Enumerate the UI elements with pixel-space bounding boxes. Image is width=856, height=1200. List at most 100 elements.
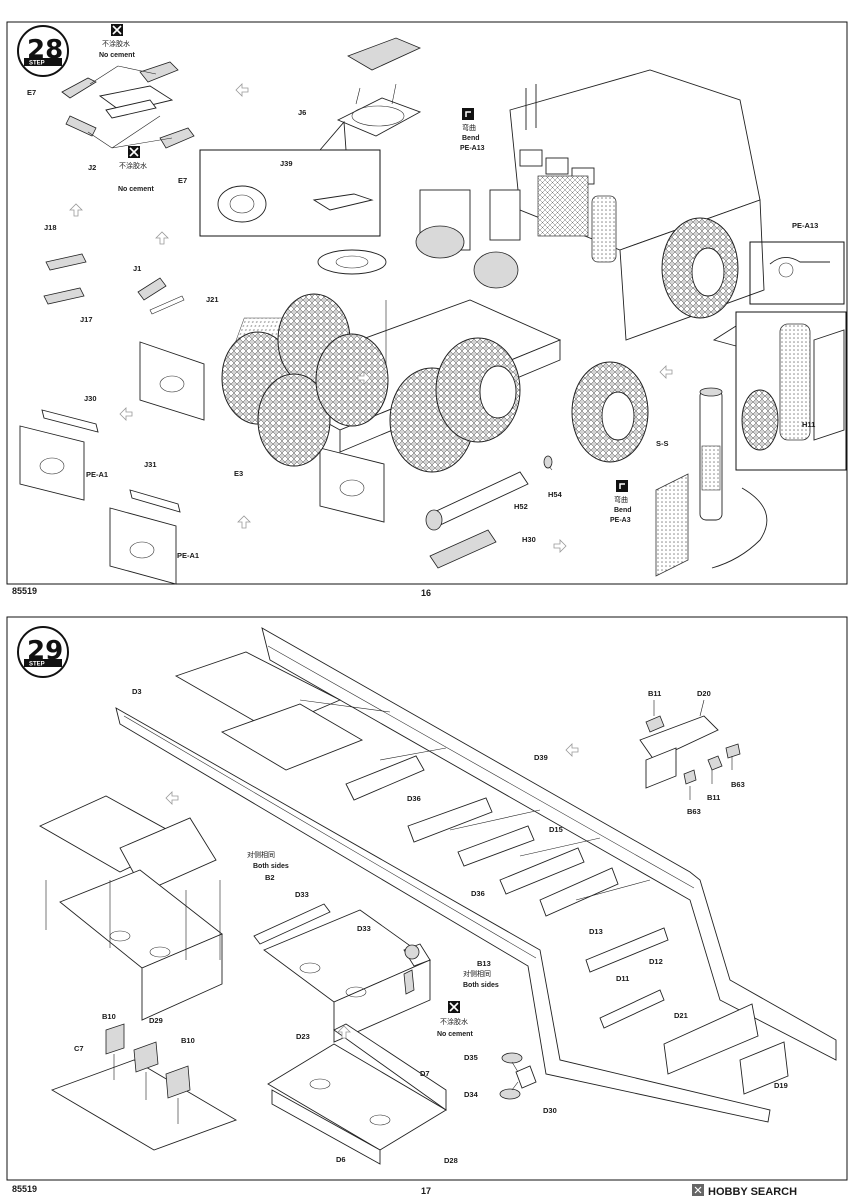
no-cement-cn-1: 不涂胶水 [102,39,130,48]
no-cement-en-3: No cement [437,1031,473,1038]
no-cement-cn-2: 不涂胶水 [119,161,147,170]
both-sides-en-1: Both sides [253,863,289,870]
callout-J39 [199,120,381,237]
part-label-D7: D7 [420,1069,430,1078]
bend-note-1: 弯曲 Bend PE-A13 [460,108,485,152]
part-label-PE-A1-a: PE-A1 [86,470,108,479]
part-label-E7-b: E7 [178,176,187,185]
part-label-J21: J21 [206,295,219,304]
part-label-B2: B2 [265,873,275,882]
part-label-D29: D29 [149,1016,163,1025]
direction-arrows [165,743,579,1039]
part-label-D20: D20 [697,689,711,698]
part-label-H52: H52 [514,502,528,511]
kit-number: 85519 [12,586,37,596]
bend-part-1: PE-A13 [460,145,485,152]
part-label-J17: J17 [80,315,93,324]
part-label-B63-b: B63 [687,807,701,816]
bend-cn-1: 弯曲 [462,123,476,132]
part-label-D21: D21 [674,1011,688,1020]
part-label-B11-b: B11 [707,793,720,802]
step-badge: 29 STEP [17,626,69,678]
cylinder-parts [425,455,553,569]
no-cement-en-1: No cement [99,52,135,59]
kit-number: 85519 [12,1184,37,1194]
part-label-D15: D15 [549,825,563,834]
part-label-D36-a: D36 [407,794,421,803]
callout-H11 [712,311,847,471]
mud-flaps [19,341,385,585]
page-frame [6,21,848,585]
part-label-D35: D35 [464,1053,478,1062]
watermark-text: HOBBY SEARCH [708,1186,797,1198]
part-label-J31: J31 [144,460,157,469]
step-word: STEP [29,662,45,668]
part-label-H11: H11 [802,420,815,429]
page-17: 29 STEP D3 D39 D36 D15 D3 [6,616,848,1198]
direction-arrows [69,83,673,553]
bend-cn-2: 弯曲 [614,495,628,504]
part-label-J1: J1 [133,264,141,273]
part-label-B10-b: B10 [181,1036,195,1045]
no-cement-note-1: 不涂胶水 No cement [99,24,135,59]
part-label-D11: D11 [616,974,629,983]
step-badge: 28 STEP [17,25,69,77]
middle-subassembly [253,903,431,1043]
part-label-D12: D12 [649,957,663,966]
step-word: STEP [29,61,45,67]
part-label-J2: J2 [88,163,96,172]
coupling-parts [61,61,195,149]
page-16: 28 STEP 不涂胶水 No cement E7 J2 E7 不涂胶水 [6,21,848,598]
bend-part-2: PE-A3 [610,517,631,524]
part-label-H30: H30 [522,535,536,544]
cross-members [174,651,789,1095]
part-label-S-S: S-S [656,439,669,448]
part-label-D6: D6 [336,1155,346,1164]
part-label-D30: D30 [543,1106,557,1115]
part-label-B11-a: B11 [648,689,661,698]
both-sides-cn-2: 对侧相同 [463,969,491,978]
part-label-D33-b: D33 [357,924,371,933]
part-label-PE-A13-c: PE-A13 [792,221,818,230]
part-label-J18: J18 [44,223,57,232]
part-label-E7-a: E7 [27,88,36,97]
bracket-subassembly [639,699,741,800]
watermark: HOBBY SEARCH [692,1184,797,1198]
wheels [221,217,739,473]
bend-en-1: Bend [462,135,480,142]
pivot-parts [499,1052,537,1100]
part-label-B13: B13 [477,959,491,968]
part-label-D23: D23 [296,1032,310,1041]
part-label-J39: J39 [280,159,293,168]
fifth-wheel-J6 [336,37,422,137]
bend-note-2: 弯曲 Bend PE-A3 [610,480,632,524]
part-label-D39: D39 [534,753,548,762]
part-label-D19: D19 [774,1081,788,1090]
both-sides-en-2: Both sides [463,982,499,989]
left-subassembly [39,795,223,1021]
part-label-D28: D28 [444,1156,458,1165]
part-label-J30: J30 [84,394,97,403]
page-number: 17 [421,1186,431,1196]
part-label-D33-a: D33 [295,890,309,899]
part-label-D13: D13 [589,927,603,936]
no-cement-cn-3: 不涂胶水 [440,1017,468,1026]
no-cement-en-2: No cement [118,186,154,193]
part-label-J6: J6 [298,108,306,117]
part-label-B10-a: B10 [102,1012,116,1021]
part-label-C7: C7 [74,1044,84,1053]
part-label-B63-a: B63 [731,780,745,789]
part-label-D34: D34 [464,1090,479,1099]
bottom-middle-subassembly [267,1023,447,1165]
page-frame [6,616,848,1181]
bend-en-2: Bend [614,507,632,514]
part-label-D36-b: D36 [471,889,485,898]
bottom-left-subassembly [50,1023,238,1151]
both-sides-cn-1: 对侧相同 [247,850,275,859]
no-cement-note-2: 不涂胶水 No cement [118,146,154,193]
clip-parts [43,253,185,315]
callout-PE-A13 [749,241,845,305]
part-label-PE-A1-b: PE-A1 [177,551,199,560]
part-label-E3: E3 [234,469,243,478]
